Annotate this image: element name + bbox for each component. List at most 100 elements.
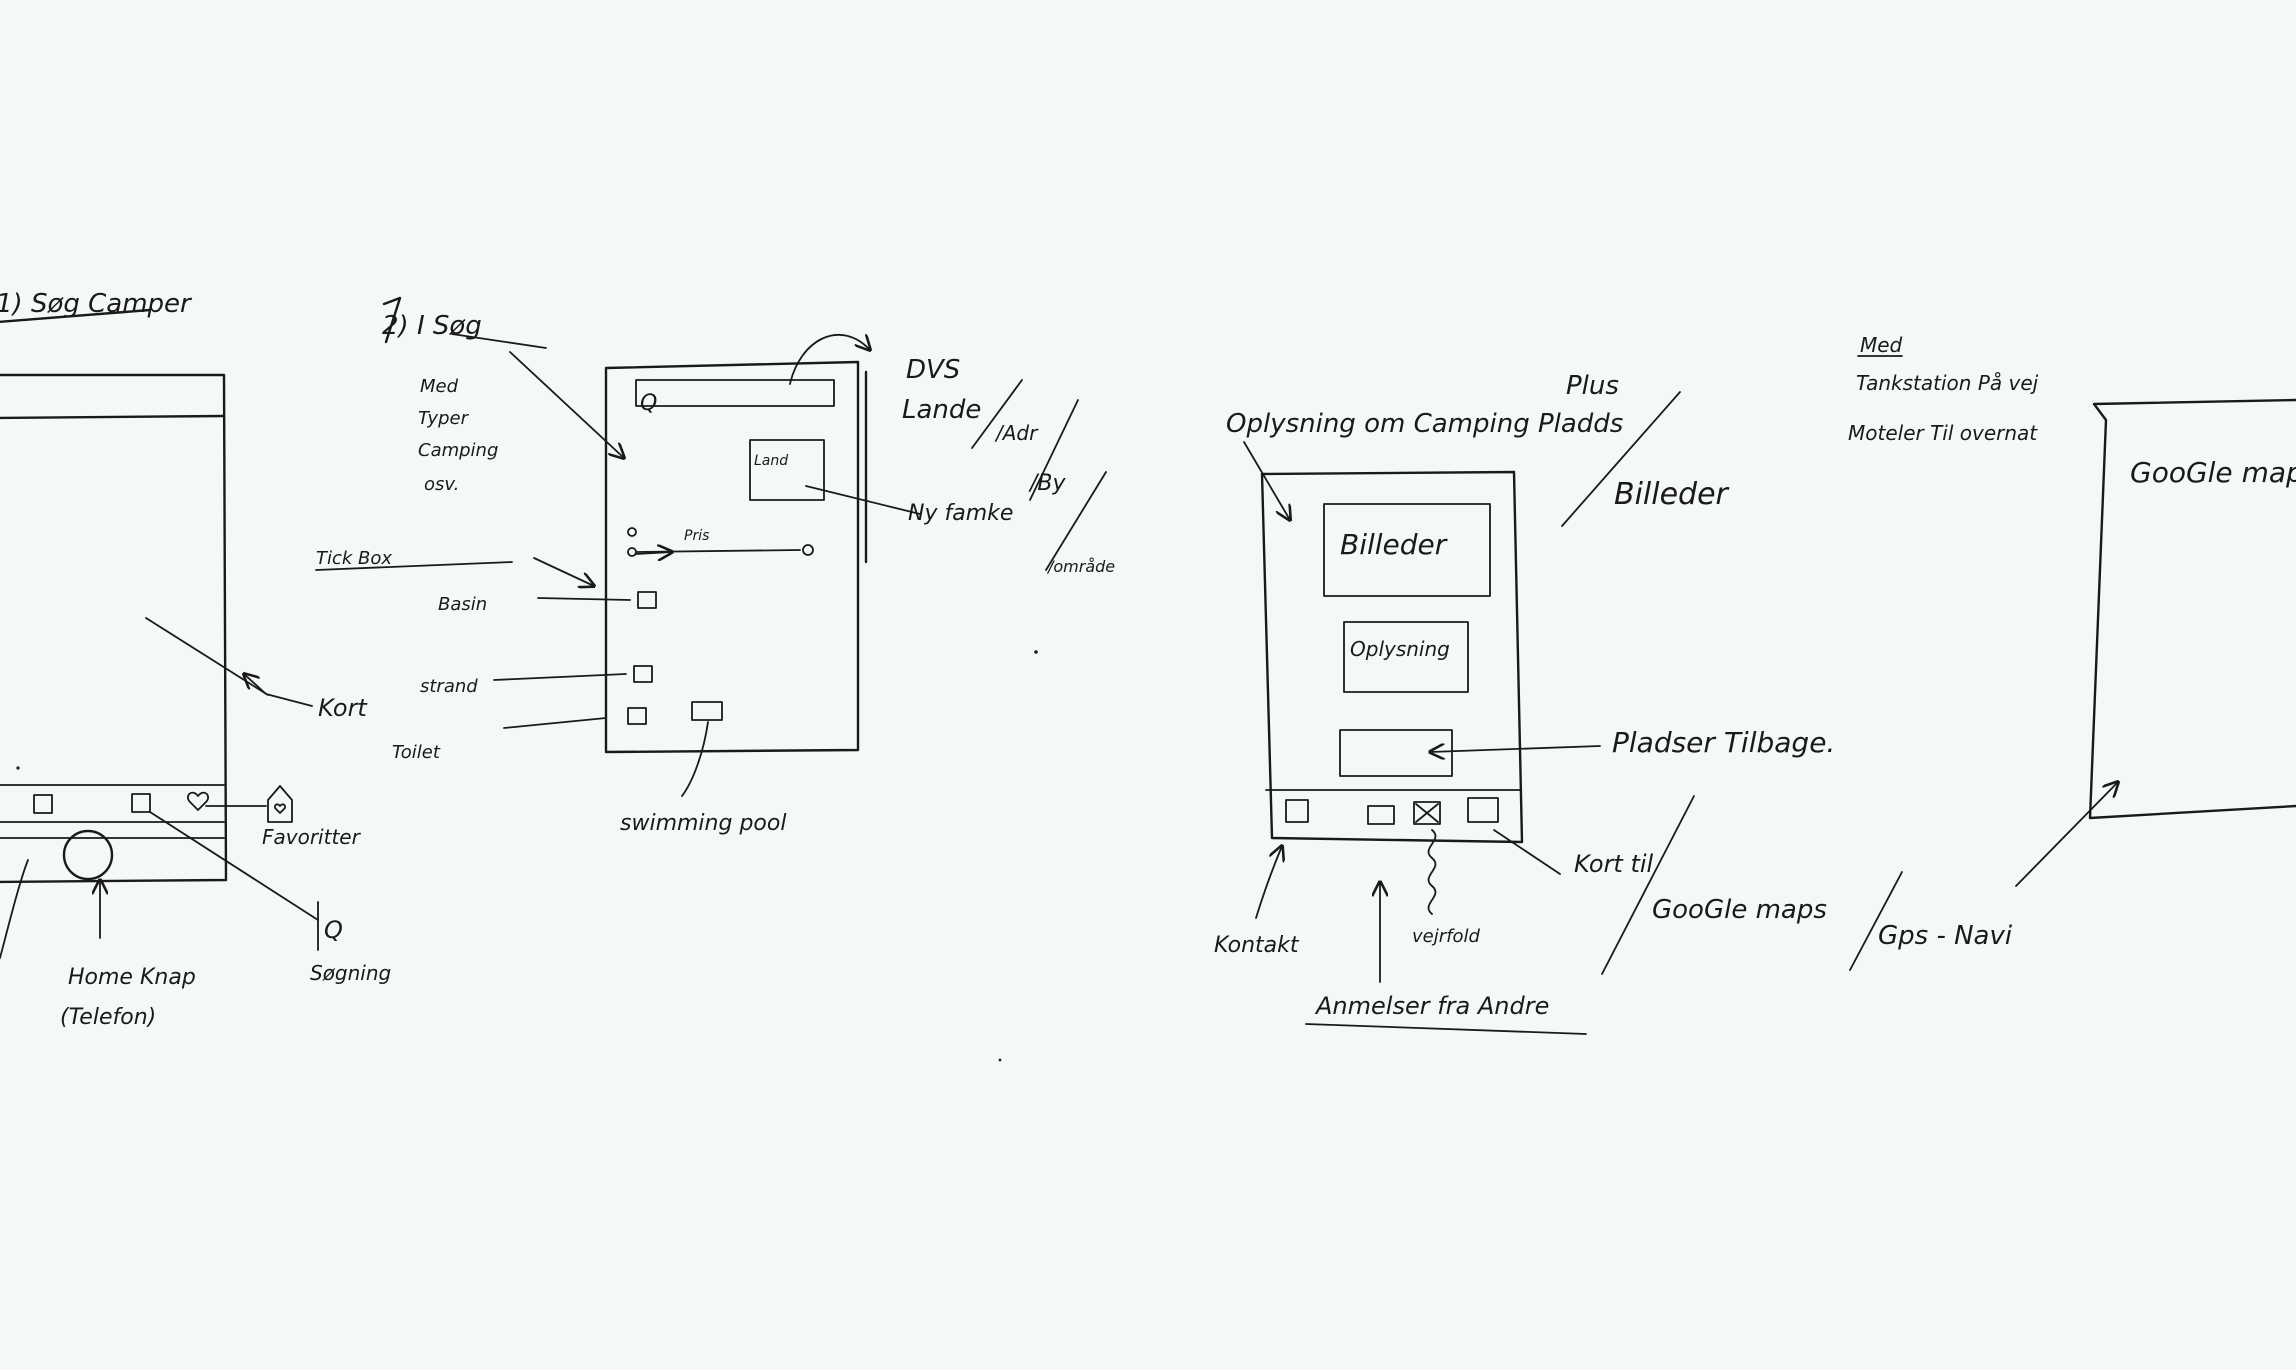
details-phone-frame	[1260, 470, 1524, 844]
slider-knob-min[interactable]	[627, 547, 637, 557]
home-phone-frame	[0, 373, 228, 884]
images-box[interactable]	[1323, 503, 1491, 597]
info-box-label: Oplysning	[1350, 637, 1450, 661]
map-to-pointer-line	[1493, 829, 1561, 875]
details-title-arrow	[1243, 441, 1290, 520]
price-label: Pris	[684, 528, 709, 544]
pool-pointer-line	[537, 597, 631, 601]
plus-label: Plus	[1566, 371, 1619, 401]
details-sketch: Oplysning om Camping Pladds Plus Billede…	[1214, 371, 2013, 1035]
heart-icon[interactable]	[186, 791, 210, 811]
search-pointer-line	[149, 811, 319, 921]
search-sketch: 2) I Søg Med Typer Camping osv. Q Land N…	[315, 296, 1115, 836]
swimming-pool-label: swimming pool	[620, 811, 786, 836]
option-slash-3	[1045, 471, 1107, 571]
motels-label: Moteler Til overnat	[1848, 421, 2038, 445]
search-note-4: osv.	[424, 474, 459, 495]
left-edge-stroke	[0, 859, 29, 959]
search-bar-icon: Q	[640, 391, 657, 416]
images-note: Billeder	[1614, 477, 1730, 512]
square-icon[interactable]	[131, 793, 151, 813]
reviews-label: Anmelser fra Andre	[1314, 992, 1549, 1020]
ink-dot-left	[16, 766, 20, 770]
home-sketch: 1) Søg Camper Kort Favoritter Home Knap …	[0, 289, 391, 1030]
reviews-icon[interactable]	[1367, 805, 1395, 825]
favorites-label: Favoritter	[262, 825, 362, 849]
images-box-label: Billeder	[1340, 528, 1448, 561]
map-with-label: Med	[1860, 333, 1903, 357]
map-sketch: Med Tankstation På vej Moteler Til overn…	[1848, 333, 2296, 887]
home-button-label: Home Knap	[68, 965, 196, 990]
map-to-icon[interactable]	[1467, 797, 1499, 823]
search-input-box[interactable]	[635, 379, 835, 407]
option-slash-1	[971, 379, 1023, 449]
map-to-label: Kort til	[1574, 850, 1654, 878]
map-google-label: GooGle maps	[2130, 456, 2296, 489]
home-button-circle[interactable]	[62, 829, 114, 881]
slider-knob-max[interactable]	[802, 544, 814, 556]
gps-slash	[1849, 871, 1903, 971]
checkbox-pool[interactable]	[637, 591, 657, 609]
search-phone-frame	[604, 360, 860, 754]
checkbox-toilet[interactable]	[627, 707, 647, 725]
spots-back-box[interactable]	[1339, 729, 1453, 777]
map-arrow	[244, 674, 313, 707]
weather-label: vejrfold	[1412, 926, 1480, 947]
contact-icon[interactable]	[1285, 799, 1309, 823]
country-dropdown-box[interactable]	[749, 439, 825, 501]
slider-arrow	[635, 552, 672, 554]
option-slash-2	[1029, 399, 1079, 501]
details-title: Oplysning om Camping Pladds	[1226, 409, 1623, 439]
gas-station-label: Tankstation På vej	[1856, 371, 2039, 395]
tick-box-label: Tick Box	[316, 548, 392, 569]
gps-navi-label: Gps - Navi	[1878, 921, 2013, 951]
search-note-3: Camping	[418, 440, 498, 461]
dropdown-box-label: Land	[754, 453, 788, 469]
swimming-pool-pointer-line	[681, 721, 709, 797]
home-phone-header-line	[0, 414, 226, 420]
toilet-label: Toilet	[392, 742, 441, 763]
reviews-underline	[1305, 1023, 1587, 1035]
home-title-underline	[0, 308, 152, 324]
weather-icon[interactable]	[1413, 801, 1441, 825]
tick-box-underline	[315, 561, 513, 571]
dropdown-pointer-line	[805, 485, 921, 515]
search-title-bracket	[382, 296, 402, 344]
dropdown-note: Ny famke	[908, 501, 1013, 526]
details-google-maps: GooGle maps	[1652, 895, 1827, 925]
toilet-pointer-line	[503, 717, 607, 729]
checkbox-swimming-pool[interactable]	[691, 701, 723, 721]
ink-dot	[1034, 650, 1038, 654]
beach-pointer-line	[493, 673, 627, 681]
contact-arrow	[1255, 846, 1282, 919]
info-box[interactable]	[1343, 621, 1469, 693]
country-dropdown-label: Lande	[902, 395, 981, 425]
option-area: /område	[1046, 557, 1115, 576]
price-slider-track[interactable]	[635, 549, 801, 553]
search-label: Søgning	[310, 961, 391, 985]
phone-label: (Telefon)	[60, 1005, 156, 1030]
map-label: Kort	[318, 694, 368, 722]
map-arrow-pointer	[2015, 782, 2118, 887]
contact-label: Kontakt	[1214, 933, 1300, 958]
search-note-2: Typer	[418, 408, 470, 429]
tick-box-arrow	[533, 557, 594, 586]
slider-knob-top[interactable]	[627, 527, 637, 537]
spots-back-label: Pladser Tilbage.	[1612, 726, 1835, 759]
beach-label: strand	[420, 676, 478, 697]
ink-dot-bottom	[998, 1058, 1002, 1062]
dvs-label: DVS	[906, 355, 960, 385]
search-icon: Q	[324, 916, 343, 944]
weather-icon-cross	[1415, 803, 1439, 823]
map-pointer-line	[145, 617, 269, 696]
search-top-curved-arrow	[789, 335, 870, 385]
map-to-slash	[1601, 795, 1695, 975]
spots-back-arrow	[1430, 746, 1601, 752]
weather-squiggle	[1427, 829, 1437, 915]
map-square-icon[interactable]	[33, 794, 53, 814]
search-note-1: Med	[420, 376, 459, 397]
pool-label: Basin	[438, 594, 487, 615]
checkbox-beach[interactable]	[633, 665, 653, 683]
plus-slash	[1561, 391, 1681, 527]
